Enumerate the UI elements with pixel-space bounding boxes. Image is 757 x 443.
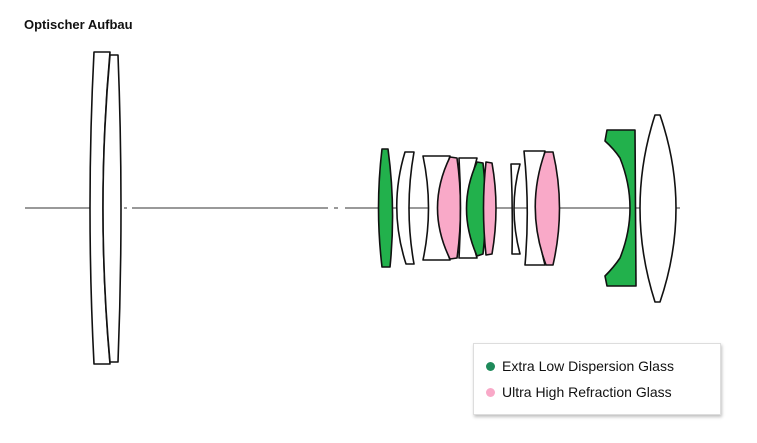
uhr-glass-dot-icon bbox=[486, 387, 495, 397]
ed-glass-dot-icon bbox=[486, 361, 495, 371]
legend-item-uhr: Ultra High Refraction Glass bbox=[486, 384, 672, 400]
legend: Extra Low Dispersion Glass Ultra High Re… bbox=[473, 343, 721, 415]
lens-element-uhr-3 bbox=[534, 151, 561, 266]
legend-item-ed: Extra Low Dispersion Glass bbox=[486, 358, 674, 374]
legend-label: Extra Low Dispersion Glass bbox=[502, 358, 674, 374]
lens-element-ed-3 bbox=[604, 129, 637, 287]
lens-element-uhr-2 bbox=[482, 161, 497, 256]
diagram-title: Optischer Aufbau bbox=[24, 17, 133, 32]
lens-element-3 bbox=[395, 151, 415, 265]
lens-element-ed-1 bbox=[377, 148, 394, 268]
legend-label: Ultra High Refraction Glass bbox=[502, 384, 672, 400]
lens-element-6 bbox=[510, 163, 521, 255]
lens-element-2 bbox=[102, 54, 122, 363]
lens-element-8 bbox=[639, 114, 677, 303]
